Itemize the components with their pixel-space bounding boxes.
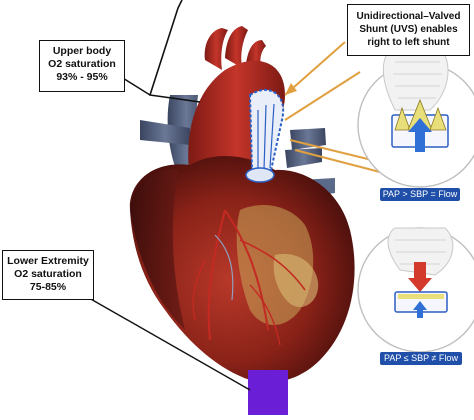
upper-body-bracket (148, 0, 201, 103)
upper-body-label: Upper body O2 saturation 93% - 95% (39, 40, 125, 92)
inset-top-caption: PAP > SBP = Flow (380, 188, 460, 201)
inset-bottom-caption: PAP ≤ SBP ≠ Flow (380, 352, 462, 365)
inset-flow-closed (357, 227, 474, 353)
heart-body (129, 155, 355, 383)
uvs-label: Unidirectional–Valved Shunt (UVS) enable… (347, 4, 470, 56)
lower-line3: 75-85% (29, 281, 67, 293)
flow-small-up-arrow-icon (413, 301, 427, 318)
descending-aorta-stub (248, 370, 288, 415)
lower-extremity-label: Lower Extremity O2 saturation 75-85% (2, 250, 94, 300)
flow-up-arrow-icon (408, 118, 432, 152)
uvs-shunt (245, 89, 285, 183)
uvs-line3: right to left shunt (367, 37, 450, 48)
uvs-line1: Unidirectional–Valved (356, 11, 461, 22)
uvs-pointer-arrows (284, 41, 381, 173)
inset-flow-open (357, 47, 474, 188)
uvs-line2: Shunt (UVS) enables (359, 24, 458, 35)
lower-line2: O2 saturation (14, 268, 82, 280)
flow-down-arrow-icon (408, 262, 432, 292)
lower-line1: Lower Extremity (7, 255, 89, 267)
upper-body-line3: 93% - 95% (56, 71, 108, 83)
upper-body-line1: Upper body (52, 45, 112, 57)
lower-pointer-line (74, 289, 251, 391)
upper-body-line2: O2 saturation (48, 58, 116, 70)
